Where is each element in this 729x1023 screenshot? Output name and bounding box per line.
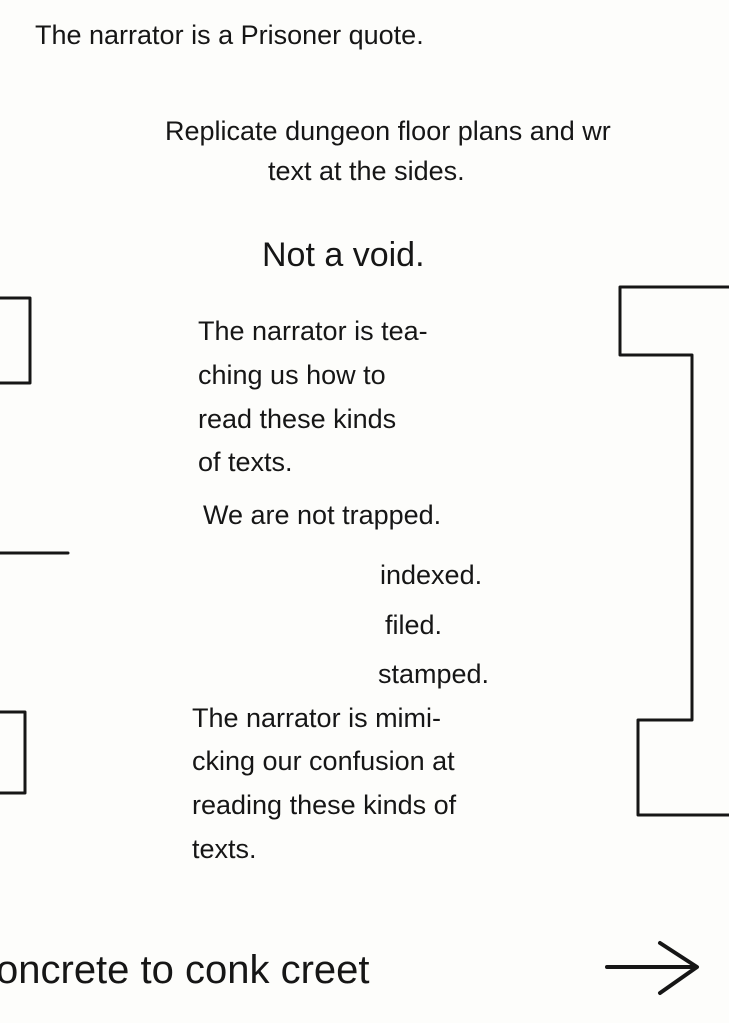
paragraph2-line: reading these kinds of [192, 790, 457, 820]
heading: Not a void. [262, 236, 425, 274]
instruction-line-1: Replicate dungeon floor plans and wr [165, 116, 611, 146]
paragraph1-line: of texts. [198, 447, 293, 477]
paragraph1-line: The narrator is tea- [198, 316, 428, 346]
page-title: The narrator is a Prisoner quote. [35, 20, 424, 50]
list-item: stamped. [378, 659, 490, 689]
paragraph1-line: ching us how to [198, 360, 386, 390]
paragraph2-line: cking our confusion at [192, 746, 455, 776]
list-item: indexed. [380, 560, 483, 590]
left-bottom-wall [0, 710, 27, 795]
right-arrow-icon [605, 941, 699, 995]
left-top-wall [0, 296, 32, 385]
list-item: filed. [385, 610, 443, 640]
instruction-line-2: text at the sides. [268, 156, 465, 186]
paragraph2-line: The narrator is mimi- [192, 703, 442, 733]
footer-text: oncrete to conk creet [0, 948, 370, 992]
paragraph2-line: texts. [192, 834, 257, 864]
statement: We are not trapped. [203, 500, 442, 530]
paragraph1-line: read these kinds [198, 404, 397, 434]
right-bracket-wall [618, 285, 729, 817]
